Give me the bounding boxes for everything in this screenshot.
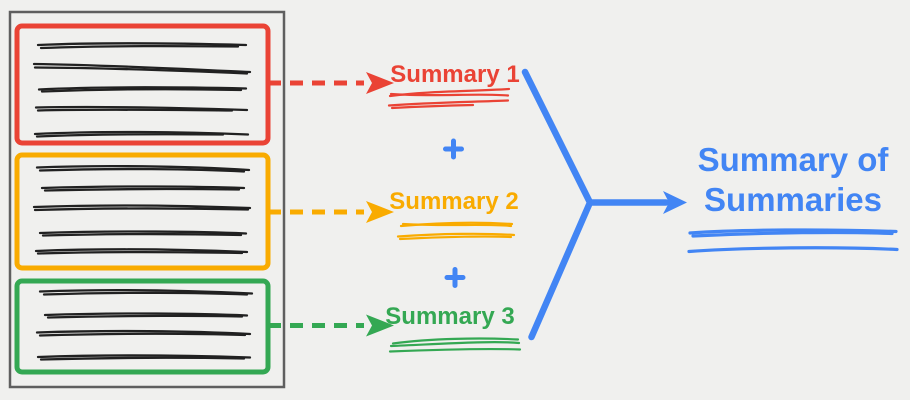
scribble-stroke — [33, 66, 249, 75]
summary-1-scribble — [387, 87, 511, 110]
chunk-3-arrow — [268, 314, 394, 337]
chunk-2 — [14, 152, 271, 271]
final-summary-label-line2: Summaries — [704, 181, 882, 218]
chunk-2-arrow — [268, 201, 394, 223]
scribble-stroke — [691, 230, 894, 238]
scribble-stroke — [35, 164, 251, 172]
final-summary: Summary of Summaries — [687, 141, 899, 254]
scribble-stroke — [40, 185, 246, 190]
dashed-arrow-head-icon — [366, 72, 394, 94]
merge-connector — [521, 68, 687, 341]
scribble-stroke — [33, 207, 250, 212]
scribble-stroke — [32, 204, 252, 210]
summary-3-scribble — [388, 337, 522, 353]
scribble-stroke — [46, 314, 244, 319]
scribble-stroke — [38, 230, 248, 235]
scribble-stroke — [388, 348, 522, 353]
scribble-stroke — [396, 232, 516, 238]
scribble-stroke — [32, 62, 252, 74]
scribble-stroke — [37, 86, 248, 91]
summary-3: Summary 3 — [385, 303, 522, 353]
document-border — [8, 10, 286, 389]
merge-lines — [521, 68, 670, 341]
chunk-3 — [14, 278, 271, 375]
final-summary-scribble — [687, 228, 899, 254]
scribble-stroke — [34, 248, 249, 254]
scribble-stroke — [39, 44, 240, 50]
plus-operator-2 — [444, 267, 466, 288]
summary-1-label: Summary 1 — [390, 61, 519, 88]
scribble-stroke — [36, 42, 248, 47]
dashed-arrow-head-icon — [366, 201, 394, 223]
scribble-stroke — [401, 222, 513, 228]
summary-2-label: Summary 2 — [389, 188, 518, 215]
summary-3-label: Summary 3 — [385, 303, 514, 330]
scribble-stroke — [391, 337, 520, 345]
document-panel — [8, 10, 286, 389]
chunk-1-arrow — [268, 72, 394, 94]
scribble-stroke — [688, 228, 898, 235]
scribble-stroke — [389, 92, 510, 97]
summary-2-scribble — [396, 221, 516, 241]
scribble-stroke — [390, 103, 475, 110]
scribble-stroke — [387, 99, 510, 107]
scribble-stroke — [36, 354, 252, 359]
merge-arrow-head-icon — [663, 191, 687, 214]
scribble-stroke — [43, 312, 249, 317]
plus-icon — [444, 267, 466, 288]
scribble-stroke — [40, 88, 243, 93]
scribble-stroke — [35, 133, 225, 138]
summary-2: Summary 2 — [389, 188, 519, 241]
chunk-1 — [14, 23, 271, 146]
scribble-stroke — [42, 291, 249, 296]
scribble-stroke — [398, 235, 513, 241]
scribble-stroke — [36, 250, 244, 255]
final-summary-label-line1: Summary of — [698, 141, 890, 178]
chunk-2-text-scribbles — [32, 164, 252, 255]
scribble-stroke — [43, 187, 241, 192]
scribble-stroke — [41, 232, 243, 237]
scribble-stroke — [687, 246, 899, 254]
chunk-3-text-scribbles — [35, 289, 254, 361]
scribble-stroke — [36, 108, 234, 112]
plus-icon — [443, 138, 464, 160]
scribble-stroke — [39, 356, 246, 361]
dashed-arrow-head-icon — [366, 314, 394, 337]
scribble-stroke — [389, 341, 521, 348]
scribble-stroke — [35, 329, 252, 336]
scribble-stroke — [38, 332, 247, 337]
summary-1: Summary 1 — [387, 61, 520, 110]
scribble-stroke — [38, 289, 254, 295]
chunk-1-text-scribbles — [32, 42, 252, 138]
scribble-stroke — [38, 167, 246, 173]
plus-operator-1 — [443, 138, 464, 160]
